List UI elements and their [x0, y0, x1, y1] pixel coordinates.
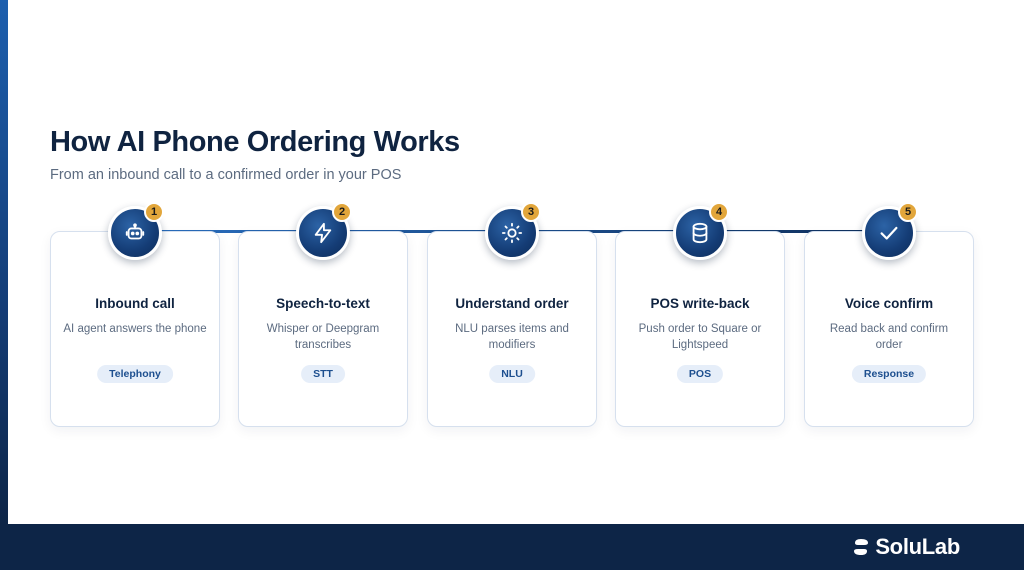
brand-logo: SoluLab: [851, 534, 960, 560]
step-tag: Telephony: [97, 365, 173, 383]
step-title: POS write-back: [650, 296, 750, 311]
step-description: NLU parses items and modifiers: [455, 323, 569, 351]
left-accent-bar: [0, 0, 8, 524]
step-tag: Response: [851, 365, 927, 383]
step-description: Push order to Square or Lightspeed: [638, 323, 762, 351]
step-number-badge: 1: [144, 202, 164, 222]
step-tag: STT: [301, 365, 345, 383]
step-description: Whisper or Deepgram transcribes: [266, 323, 380, 351]
step-title: Understand order: [455, 296, 569, 311]
brand-name: SoluLab: [875, 534, 960, 559]
lightning-icon: [296, 206, 350, 260]
step-title: Voice confirm: [844, 296, 934, 311]
step-number-badge: 5: [898, 202, 918, 222]
step-number-badge: 4: [709, 202, 729, 222]
step-card-inbound-call: Inbound call AI agent answers the phone …: [50, 231, 220, 427]
step-card-voice-confirm: Voice confirm Read back and confirm orde…: [804, 231, 974, 427]
step-title: Inbound call: [95, 296, 175, 311]
footer-bar: SoluLab: [0, 524, 1024, 570]
step-tag: POS: [676, 365, 724, 383]
page-subtitle: From an inbound call to a confirmed orde…: [50, 167, 402, 183]
step-tag: NLU: [489, 365, 535, 383]
step-title: Speech-to-text: [276, 296, 370, 311]
page-title: How AI Phone Ordering Works: [50, 126, 460, 158]
step-card-understand-order: Understand order NLU parses items and mo…: [427, 231, 597, 427]
step-card-pos-write-back: POS write-back Push order to Square or L…: [615, 231, 785, 427]
step-number-badge: 3: [521, 202, 541, 222]
solulab-logo-icon: [854, 539, 869, 555]
step-number-badge: 2: [332, 202, 352, 222]
step-description: AI agent answers the phone: [63, 323, 207, 335]
step-description: Read back and confirm order: [829, 323, 949, 351]
step-card-speech-to-text: Speech-to-text Whisper or Deepgram trans…: [238, 231, 408, 427]
